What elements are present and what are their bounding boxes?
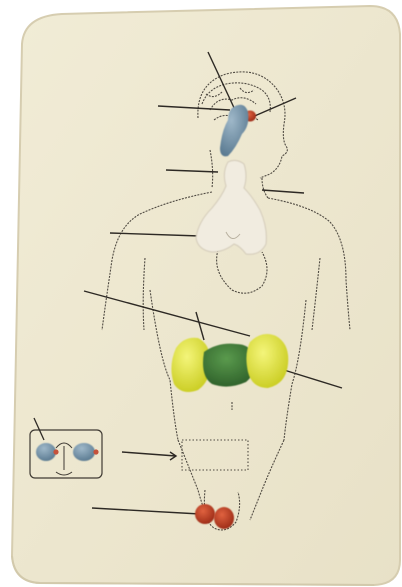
adrenal-gland-right-clay: [246, 334, 288, 388]
ovary-left-clay: [36, 443, 56, 461]
testis-right-clay: [214, 507, 234, 529]
testis-left-clay: [195, 504, 215, 524]
ovary-right-clay: [73, 443, 95, 461]
model-board: [12, 6, 400, 585]
